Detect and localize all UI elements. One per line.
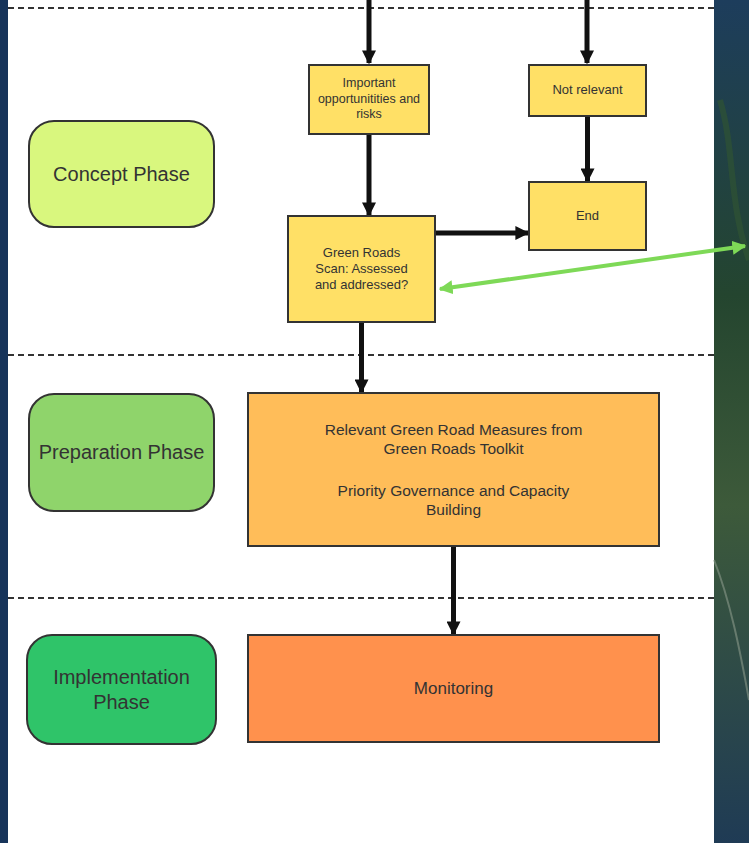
incoming-arrow [585,0,590,63]
phase-label: Concept Phase [28,120,215,228]
text-wrap: Not relevant [552,82,622,98]
aerial-trees [720,100,749,260]
text-wrap: Preparation Phase [39,440,205,465]
phase-label: Preparation Phase [28,393,215,512]
flow-arrow [436,231,528,236]
aerial-road [714,560,749,700]
monitoring-box: Monitoring [247,634,660,743]
node-text: Priority Governance and Capacity Buildin… [316,481,591,520]
process-box: Important opportunitities and risks [308,64,430,135]
aerial-photo [714,0,749,843]
node-text: Preparation Phase [39,440,205,465]
flow-arrow [451,547,456,634]
decision-box: Green Roads Scan: Assessed and addressed… [287,215,436,323]
process-box: Not relevant [528,64,647,117]
flow-arrow [585,117,590,181]
node-text: Concept Phase [53,162,190,187]
text-wrap: End [576,208,599,224]
node-text: Green Roads Scan: Assessed and addressed… [312,245,412,294]
text-wrap: Important opportunitities and risks [314,76,424,123]
end-box: End [528,181,647,251]
node-text: Not relevant [552,82,622,98]
text-wrap: Monitoring [414,678,493,699]
flow-arrow [359,323,364,392]
callout-arrow [440,246,745,289]
text-wrap: Implementation Phase [34,665,209,715]
measures-box: Relevant Green Road Measures from Green … [247,392,660,547]
node-text: End [576,208,599,224]
node-text: Relevant Green Road Measures from Green … [316,420,591,459]
node-text: Monitoring [414,678,493,699]
text-wrap: Relevant Green Road Measures from Green … [316,420,591,520]
text-wrap: Concept Phase [53,162,190,187]
phase-divider [8,597,714,599]
node-text: Important opportunitities and risks [314,76,424,123]
incoming-arrow [367,0,372,63]
text-wrap: Green Roads Scan: Assessed and addressed… [312,245,412,294]
phase-label: Implementation Phase [26,634,217,745]
phase-divider [8,7,714,9]
node-text: Implementation Phase [34,665,209,715]
flow-arrow [367,135,372,215]
